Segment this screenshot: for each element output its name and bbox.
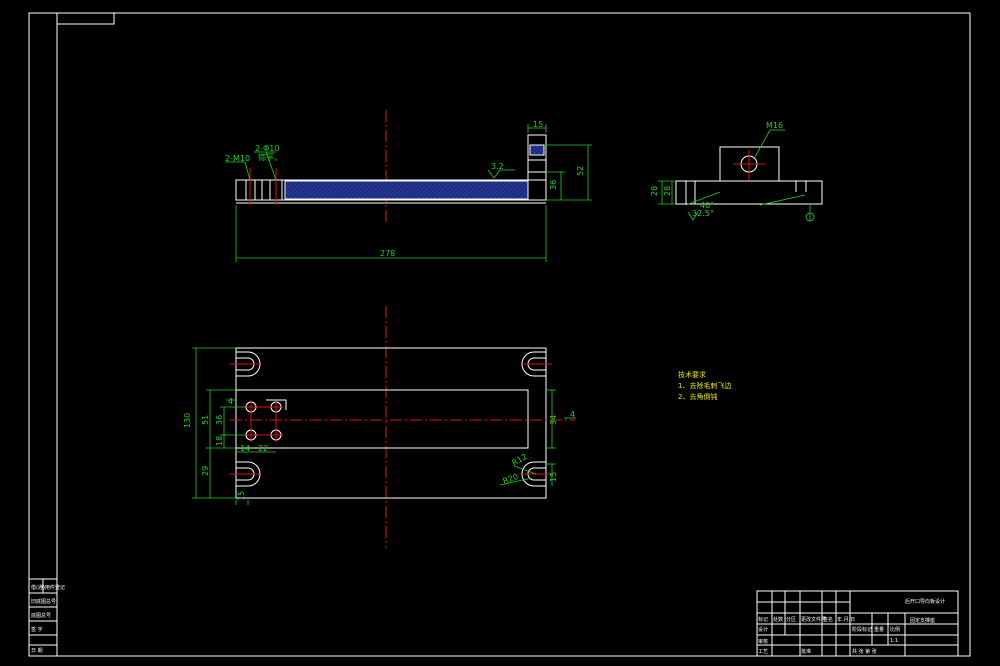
dim-top-18: 18 (215, 436, 224, 446)
dim-side-angle-b: 40° (700, 201, 714, 210)
dim-top-51: 51 (201, 415, 210, 425)
side-table-row-8: 日 期 (31, 648, 43, 654)
section-mark-right: 4 (570, 410, 575, 419)
side-table-row-4: 底图总号 (31, 612, 51, 619)
dim-top-22: 22 (258, 444, 268, 453)
title-weight: 重量 (874, 626, 884, 633)
dim-overall-length: 278 (380, 249, 395, 258)
front-view: 278 52 36 15 2-M10 2-Φ10 锪平。 3.2 (225, 110, 592, 262)
title-row-mark: 标记 (758, 616, 768, 623)
callout-counterbore-note: 锪平。 (258, 152, 282, 162)
title-row-date: 年.月.日 (837, 616, 855, 623)
sheet-border-outer (28, 12, 971, 657)
side-table-row-6: 签 字 (31, 626, 43, 633)
title-part-name: 固定支撑座 (910, 617, 935, 624)
callout-hole: 2-M10 (225, 154, 250, 163)
side-table-row-2: 旧底图总号 (31, 598, 56, 605)
left-side-table (28, 578, 58, 657)
callout-counterbore: 2-Φ10 (255, 144, 279, 153)
surface-mark-front: 3.2 (491, 162, 504, 171)
dim-side-left-b: 28 (663, 186, 672, 196)
title-row-change: 更改文件号 (801, 616, 826, 623)
dim-top-34: 34 (549, 415, 558, 425)
title-top-right: 后开口导向板设计 (905, 598, 945, 605)
dim-side-angle-a: 32.5° (692, 209, 714, 218)
dim-top-36: 36 (215, 415, 224, 425)
title-process: 工艺 (758, 649, 768, 655)
title-row-sign: 签名 (823, 616, 833, 623)
dim-top-r20: R20 (502, 472, 520, 486)
title-stage: 阶段标记 (852, 626, 872, 633)
side-view: M16 28 28 32.5° 40° (650, 121, 823, 222)
title-row-count: 处数 (773, 616, 783, 623)
title-approve: 批准 (801, 648, 811, 655)
tech-req-title: 技术要求 (678, 370, 706, 379)
dim-height: 52 (576, 166, 585, 176)
dim-side-left-a: 28 (650, 186, 659, 196)
dim-top-15b: 15 (549, 472, 558, 482)
tech-requirements: 技术要求 1、去除毛刺飞边 2、去角倒钝 (678, 370, 731, 401)
title-scale-val: 1:1 (890, 638, 898, 644)
tech-req-item-2: 2、去角倒钝 (678, 392, 717, 401)
dim-side-hole: M16 (766, 121, 783, 130)
dim-step-height: 36 (549, 180, 558, 190)
dim-top-width: 15 (533, 120, 543, 129)
title-design: 设计 (758, 626, 768, 633)
drawing-number-box (56, 12, 115, 25)
top-view: 130 51 36 18 29 14 22 15 34 15 R12 R20 4… (183, 306, 576, 548)
sheet-border-inner (56, 12, 971, 657)
dim-top-14: 14 (240, 444, 250, 453)
title-sheets: 共 张 第 张 (852, 648, 877, 655)
dim-top-29: 29 (201, 466, 210, 476)
title-scale: 比例 (890, 626, 900, 633)
title-block: 后开口导向板设计 固定支撑座 标记 处数 分区 更改文件号 签名 年.月.日 设… (756, 590, 959, 657)
tech-req-item-1: 1、去除毛刺飞边 (678, 381, 731, 390)
dim-top-total: 130 (183, 413, 192, 428)
title-check: 审核 (758, 638, 768, 645)
title-row-zone: 分区 (786, 616, 796, 623)
dim-top-15: 15 (237, 491, 246, 501)
left-side-table-text: 借(通)用件登记 旧底图总号 底图总号 签 字 日 期 (31, 584, 65, 654)
side-table-row-0: 借(通)用件登记 (31, 584, 65, 591)
section-mark-left: 4 (228, 397, 233, 406)
